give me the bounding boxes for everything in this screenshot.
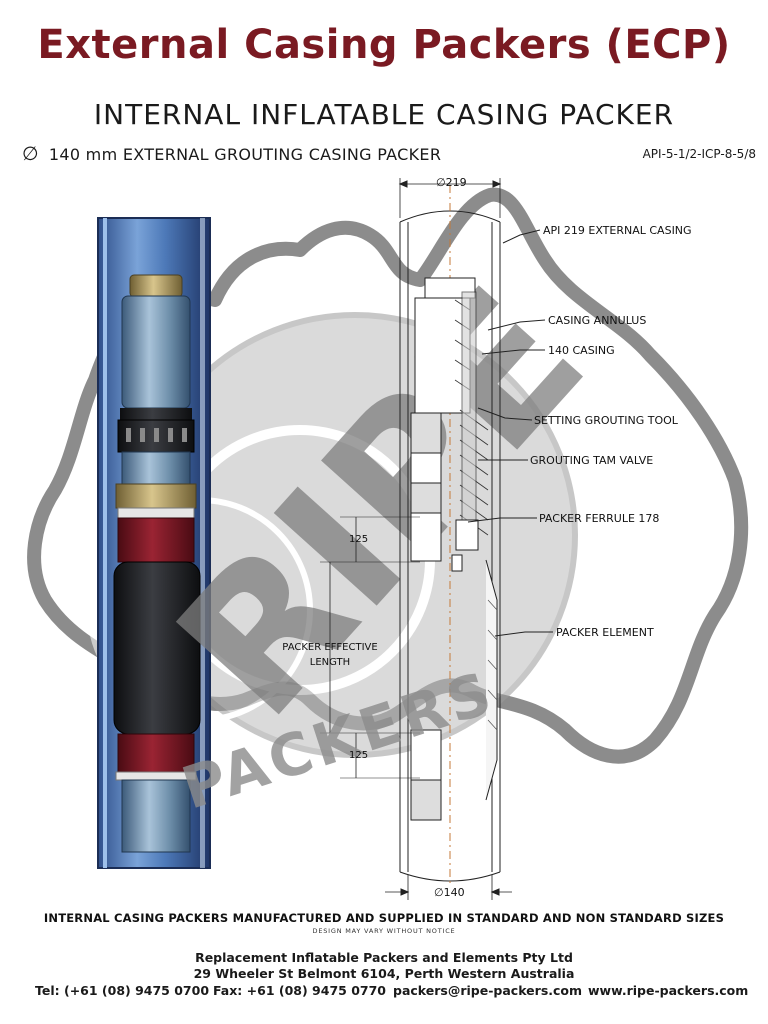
top-diameter-label: ∅219	[436, 176, 467, 189]
callout-casing-annulus: CASING ANNULUS	[548, 314, 646, 327]
callout-140-casing: 140 CASING	[548, 344, 615, 357]
callout-external-casing: API 219 EXTERNAL CASING	[543, 224, 692, 237]
packer-section-drawing	[320, 178, 553, 900]
company-name: Replacement Inflatable Packers and Eleme…	[195, 950, 573, 965]
australia-map-watermark	[27, 187, 749, 764]
fax-text: Fax: +61 (08) 9475 0770	[213, 983, 386, 998]
packer-description: ∅ 140 mm EXTERNAL GROUTING CASING PACKER	[22, 143, 441, 165]
callout-packer-ferrule: PACKER FERRULE 178	[539, 512, 659, 525]
effective-length-label-line1: PACKER EFFECTIVE	[282, 642, 377, 653]
lower-length-label: 125	[349, 750, 368, 761]
page-title: External Casing Packers (ECP)	[37, 22, 731, 68]
model-code: API-5-1/2-ICP-8-5/8	[642, 147, 756, 161]
footer-note: INTERNAL CASING PACKERS MANUFACTURED AND…	[43, 911, 725, 925]
telephone-text: Tel: (+61 (08) 9475 0700	[35, 983, 210, 998]
callout-packer-element: PACKER ELEMENT	[556, 626, 654, 639]
website-link[interactable]: www.ripe-packers.com	[588, 983, 749, 998]
callout-grouting-tam-valve: GROUTING TAM VALVE	[530, 454, 653, 467]
packer-3d-render	[97, 217, 211, 869]
company-address: 29 Wheeler St Belmont 6104, Perth Wester…	[193, 966, 575, 981]
packer-description-text: 140 mm EXTERNAL GROUTING CASING PACKER	[48, 145, 442, 164]
upper-length-label: 125	[349, 534, 368, 545]
effective-length-label-line2: LENGTH	[310, 657, 350, 668]
page-subtitle: INTERNAL INFLATABLE CASING PACKER	[93, 98, 675, 131]
bottom-diameter-label: ∅140	[434, 886, 465, 899]
email-link[interactable]: packers@ripe-packers.com	[393, 983, 583, 998]
footer-disclaimer: DESIGN MAY VARY WITHOUT NOTICE	[312, 927, 456, 935]
callout-setting-grouting-tool: SETTING GROUTING TOOL	[534, 414, 679, 427]
diameter-icon: ∅	[22, 143, 39, 165]
